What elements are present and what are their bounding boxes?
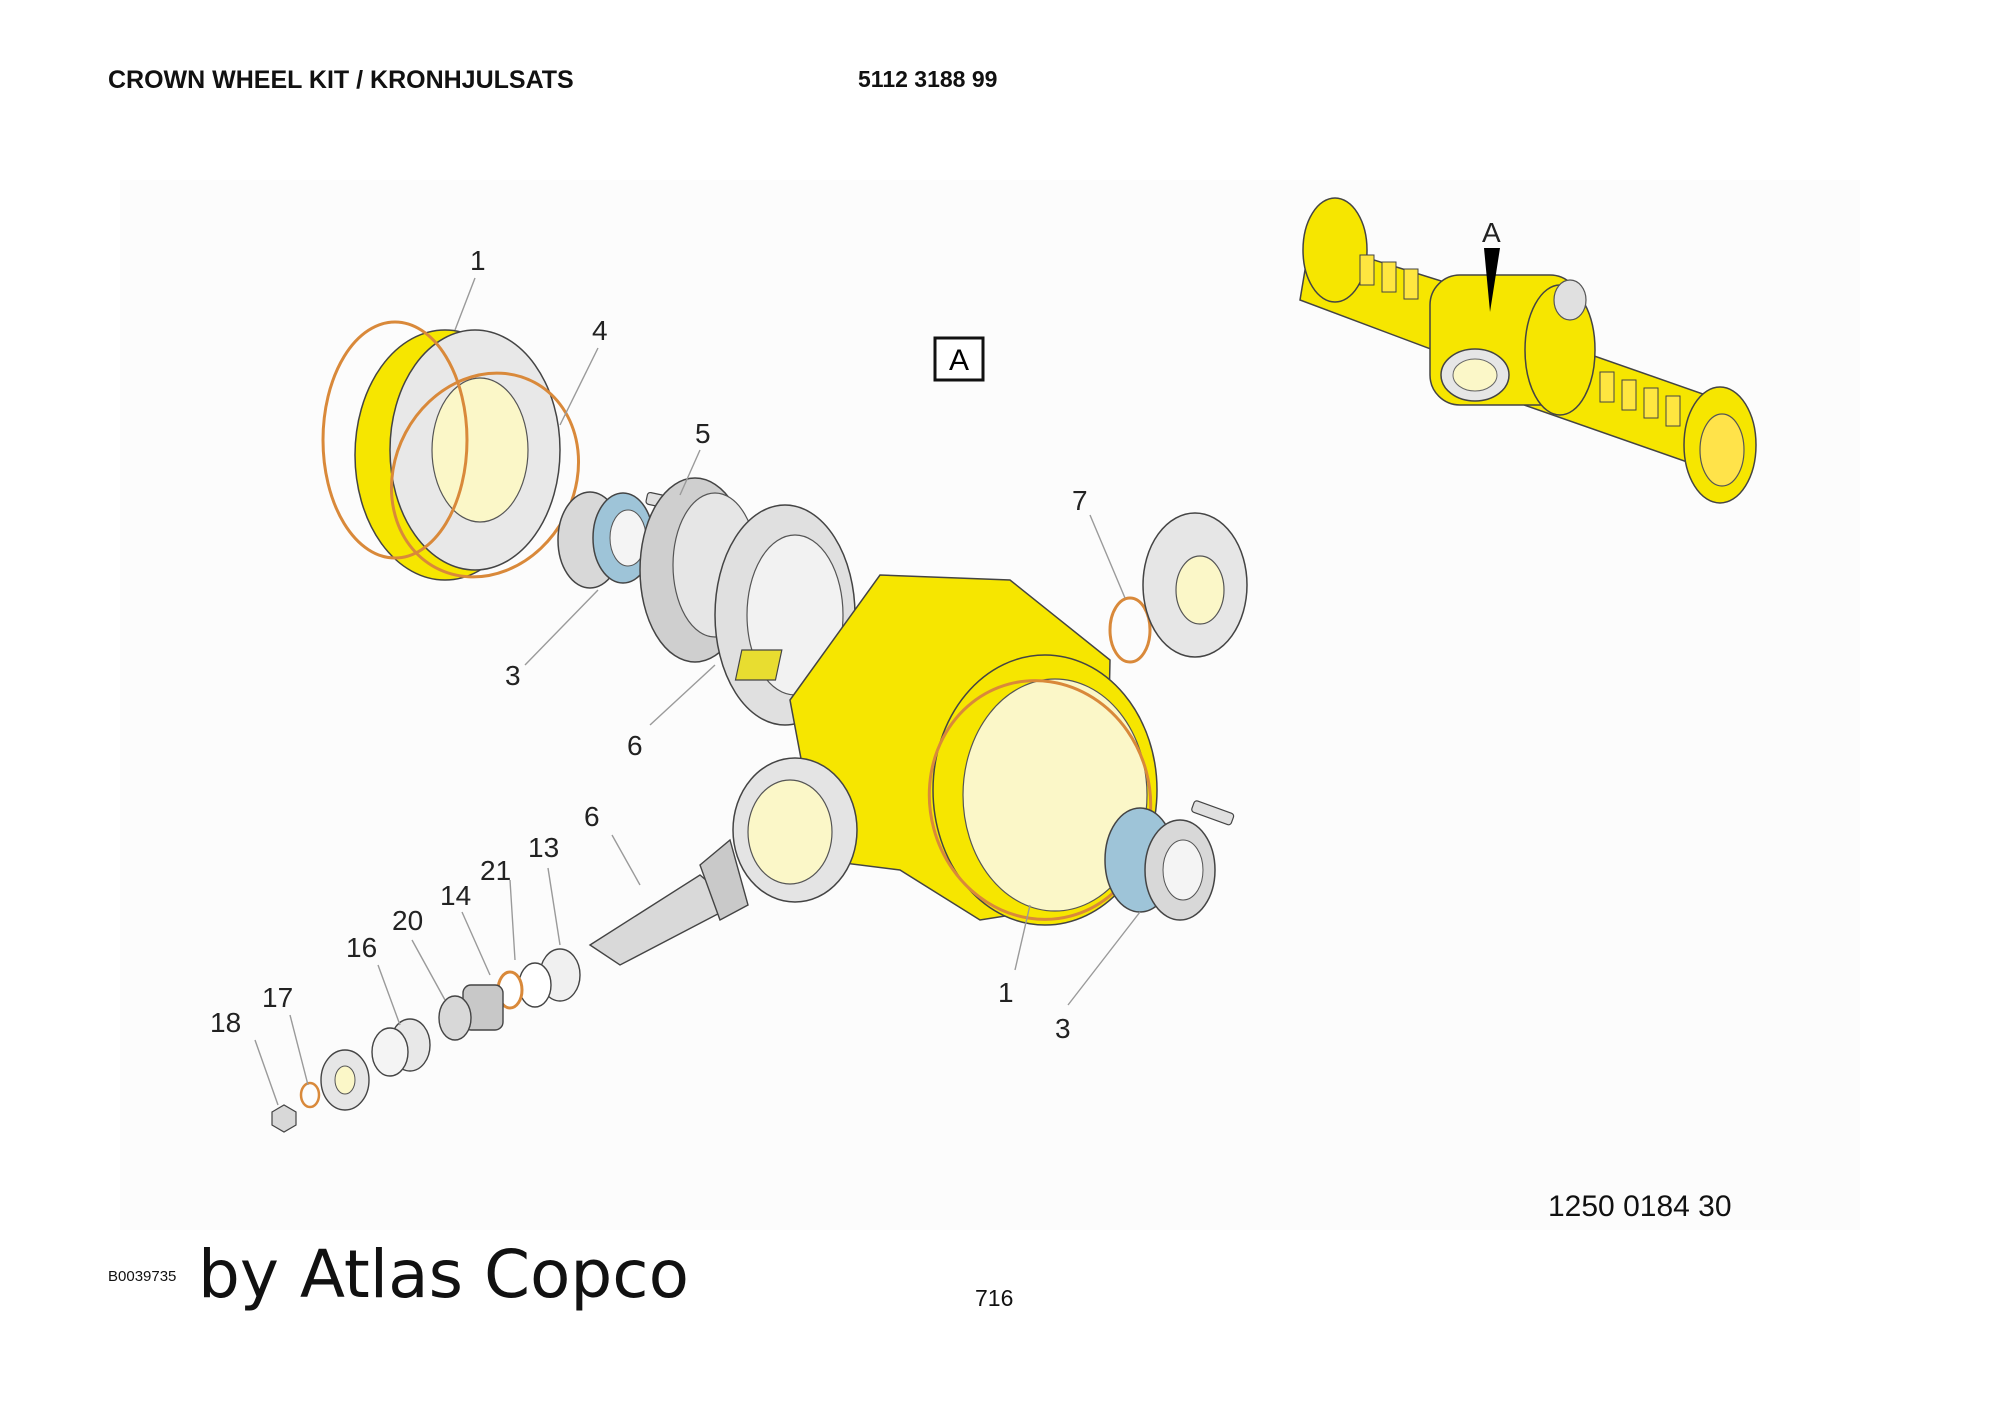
callout-6-pinion: 6 [584, 801, 600, 832]
bearing-right [1104, 807, 1216, 921]
callout-1-top: 1 [470, 245, 486, 276]
leader-lines [254, 277, 1141, 1106]
brand-caption: by Atlas Copco [198, 1236, 689, 1313]
bearing-cover-right [1142, 512, 1248, 658]
bolt-right [1191, 800, 1235, 826]
image-code: B0039735 [108, 1268, 177, 1285]
page-number: 716 [975, 1285, 1014, 1311]
axle-locator-illustration [1299, 197, 1757, 504]
callout-1-bottom: 1 [998, 977, 1014, 1008]
part-number: 5112 3188 99 [858, 66, 998, 92]
pinion-assembly [271, 838, 749, 1133]
locator-label: A [1482, 217, 1501, 248]
bearing-left [557, 491, 654, 589]
callout-18: 18 [210, 1007, 241, 1038]
callout-14: 14 [440, 880, 471, 911]
callout-17: 17 [262, 982, 293, 1013]
oring-7 [1108, 596, 1152, 664]
callout-6-top: 6 [627, 730, 643, 761]
view-label-box [933, 336, 985, 382]
view-label: A [949, 344, 969, 377]
callout-5: 5 [695, 418, 711, 449]
axle-housing [732, 574, 1158, 926]
callout-13: 13 [528, 832, 559, 863]
callout-3-bottom: 3 [1055, 1013, 1071, 1044]
callout-labels: 1 4 5 3 6 7 6 13 21 14 20 16 17 18 1 3 [210, 245, 1088, 1044]
callout-7: 7 [1072, 485, 1088, 516]
drawing-reference: 1250 0184 30 [1548, 1190, 1732, 1223]
callout-21: 21 [480, 855, 511, 886]
page-title: CROWN WHEEL KIT / KRONHJULSATS [108, 66, 574, 94]
callout-20: 20 [392, 905, 423, 936]
callout-16: 16 [346, 932, 377, 963]
callout-3-left: 3 [505, 660, 521, 691]
callout-4: 4 [592, 315, 608, 346]
bearing-cover-left [321, 320, 581, 581]
